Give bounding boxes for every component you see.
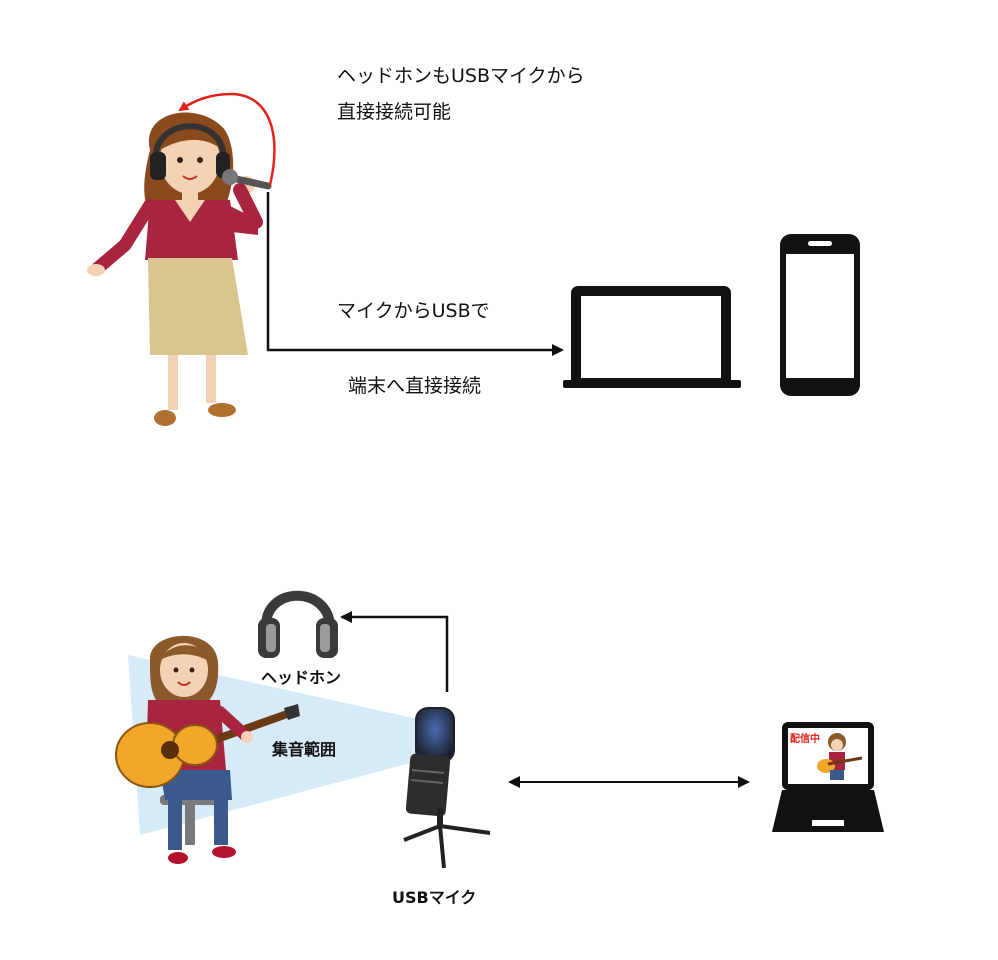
headphones-icon: [150, 123, 230, 180]
stream-preview-figure: [817, 733, 863, 780]
mic-to-headphones-arrow: [340, 611, 449, 692]
singer-figure: [87, 112, 272, 426]
pickup-range-label: 集音範囲: [272, 740, 337, 759]
smartphone-icon: [780, 234, 860, 396]
guitarist-figure: [115, 635, 300, 864]
acoustic-guitar: [115, 704, 300, 788]
headphones-icon: [258, 590, 338, 658]
headphone-return-arrow: [178, 92, 276, 186]
handheld-microphone: [222, 169, 272, 190]
laptop-icon: [772, 722, 884, 832]
headphone-note-line2: 直接接続可能: [337, 101, 452, 123]
headphone-note-line1: ヘッドホンもUSBマイクから: [337, 65, 585, 87]
usb-mic-label: USBマイク: [392, 888, 477, 907]
laptop-icon: [563, 286, 741, 388]
streaming-badge: 配信中: [790, 734, 820, 745]
headphone-label: ヘッドホン: [261, 668, 342, 687]
usb-microphone-icon: [403, 707, 491, 869]
usb-connection-arrow: [266, 192, 564, 356]
usb-label-line2: 端末へ直接接続: [348, 375, 482, 397]
usb-label-line1: マイクからUSBで: [337, 300, 490, 322]
